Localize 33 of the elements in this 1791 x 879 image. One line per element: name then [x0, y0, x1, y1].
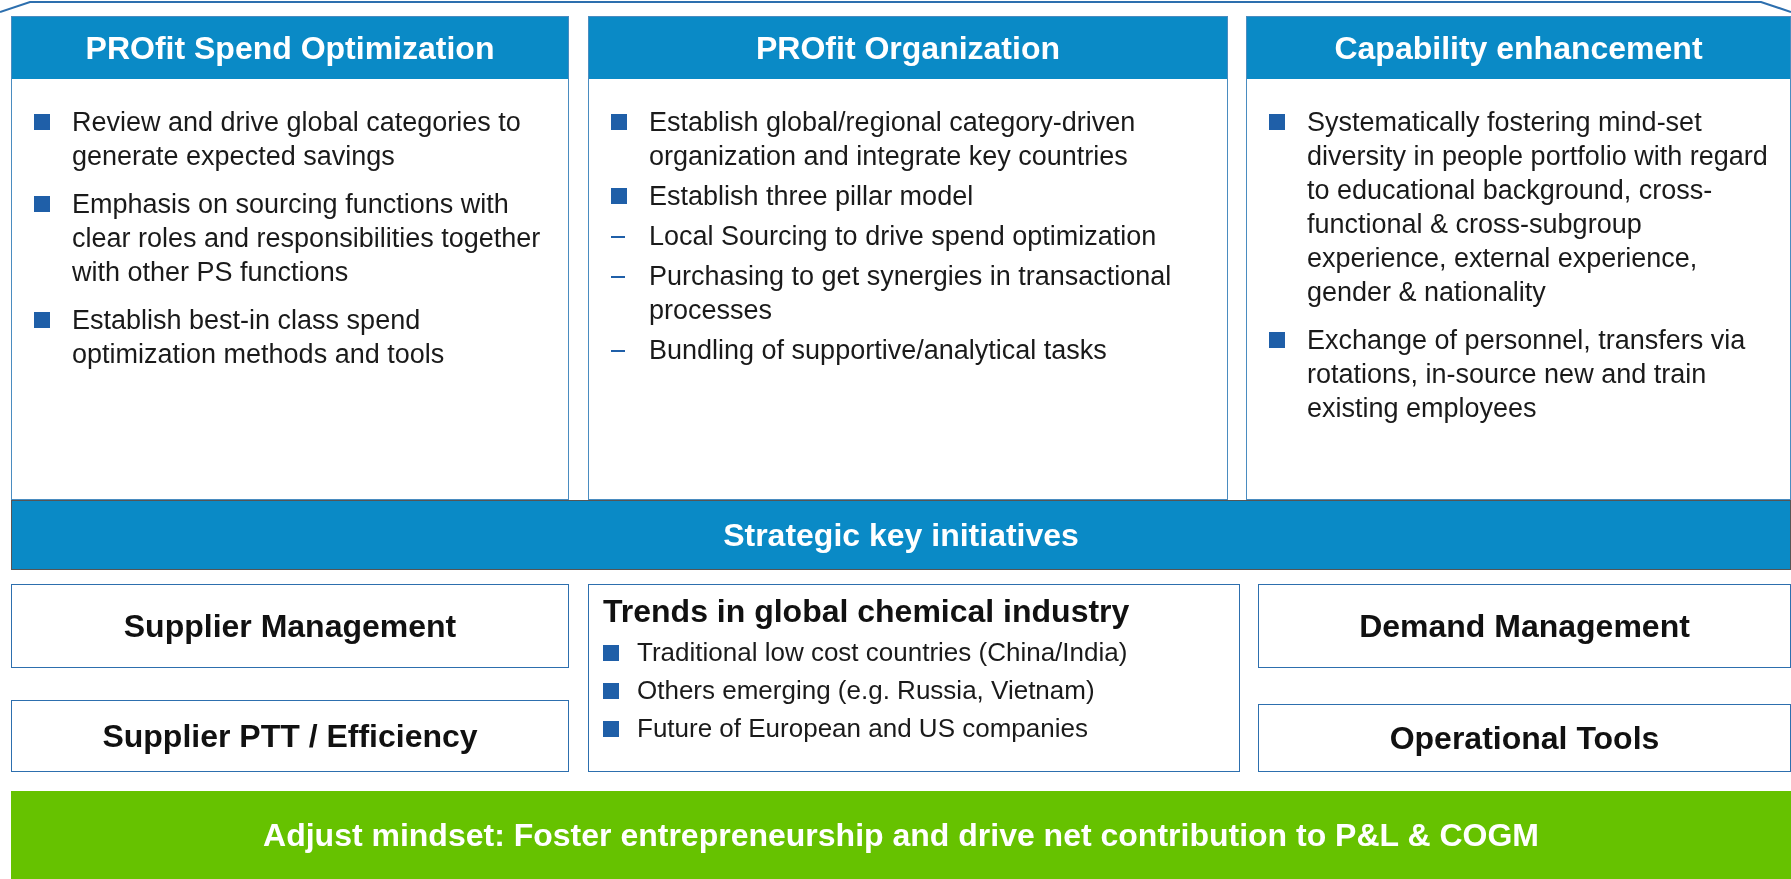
- mindset-bar: [11, 791, 1791, 879]
- panel-heading: PROfit Organization: [589, 17, 1227, 79]
- bullet-text: Others emerging (e.g. Russia, Vietnam): [603, 674, 1233, 706]
- box-title: Operational Tools: [1389, 719, 1660, 757]
- column-panel: [1246, 16, 1791, 500]
- band-title: Strategic key initiatives: [723, 516, 1079, 554]
- bullet-text: Systematically fostering mind-set diversity in people portfolio with regard to educational background, cross-functional & cross-subgroup experience, external experience, gender & nationality: [1269, 105, 1780, 309]
- initiative-box: [1258, 584, 1791, 668]
- initiative-box: [1258, 704, 1791, 772]
- bullet-text: Future of European and US companies: [603, 712, 1233, 744]
- bullet-text: Traditional low cost countries (China/India): [603, 636, 1233, 668]
- bullet-text: Establish best-in class spend optimization methods and tools: [34, 303, 558, 371]
- box-title: Supplier Management: [123, 607, 457, 645]
- bullet-text: Exchange of personnel, transfers via rotations, in-source new and train existing employees: [1269, 323, 1780, 425]
- bullet-text: Review and drive global categories to generate expected savings: [34, 105, 558, 173]
- bullet-text: Establish three pillar model: [611, 179, 1217, 213]
- bullet-text: Establish global/regional category-driven organization and integrate key countries: [611, 105, 1217, 173]
- bar-title: Adjust mindset: Foster entrepreneurship and drive net contribution to P&L & COGM: [263, 816, 1539, 854]
- box-title: Trends in global chemical industry: [603, 593, 1131, 630]
- panel-heading: Capability enhancement: [1247, 17, 1790, 79]
- bullet-text: Bundling of supportive/analytical tasks: [611, 333, 1217, 367]
- column-panel: [588, 16, 1228, 500]
- panel-heading: PROfit Spend Optimization: [12, 17, 568, 79]
- heading-band: [11, 500, 1791, 570]
- bullet-text: Local Sourcing to drive spend optimization: [611, 219, 1217, 253]
- box-title: Demand Management: [1359, 607, 1690, 645]
- initiative-box: [11, 700, 569, 772]
- column-panel: [11, 16, 569, 500]
- trends-box: [588, 584, 1240, 772]
- initiative-box: [11, 584, 569, 668]
- box-title: Supplier PTT / Efficiency: [102, 717, 478, 755]
- bullet-text: Purchasing to get synergies in transactional processes: [611, 259, 1217, 327]
- bullet-text: Emphasis on sourcing functions with clear roles and responsibilities together with other PS functions: [34, 187, 558, 289]
